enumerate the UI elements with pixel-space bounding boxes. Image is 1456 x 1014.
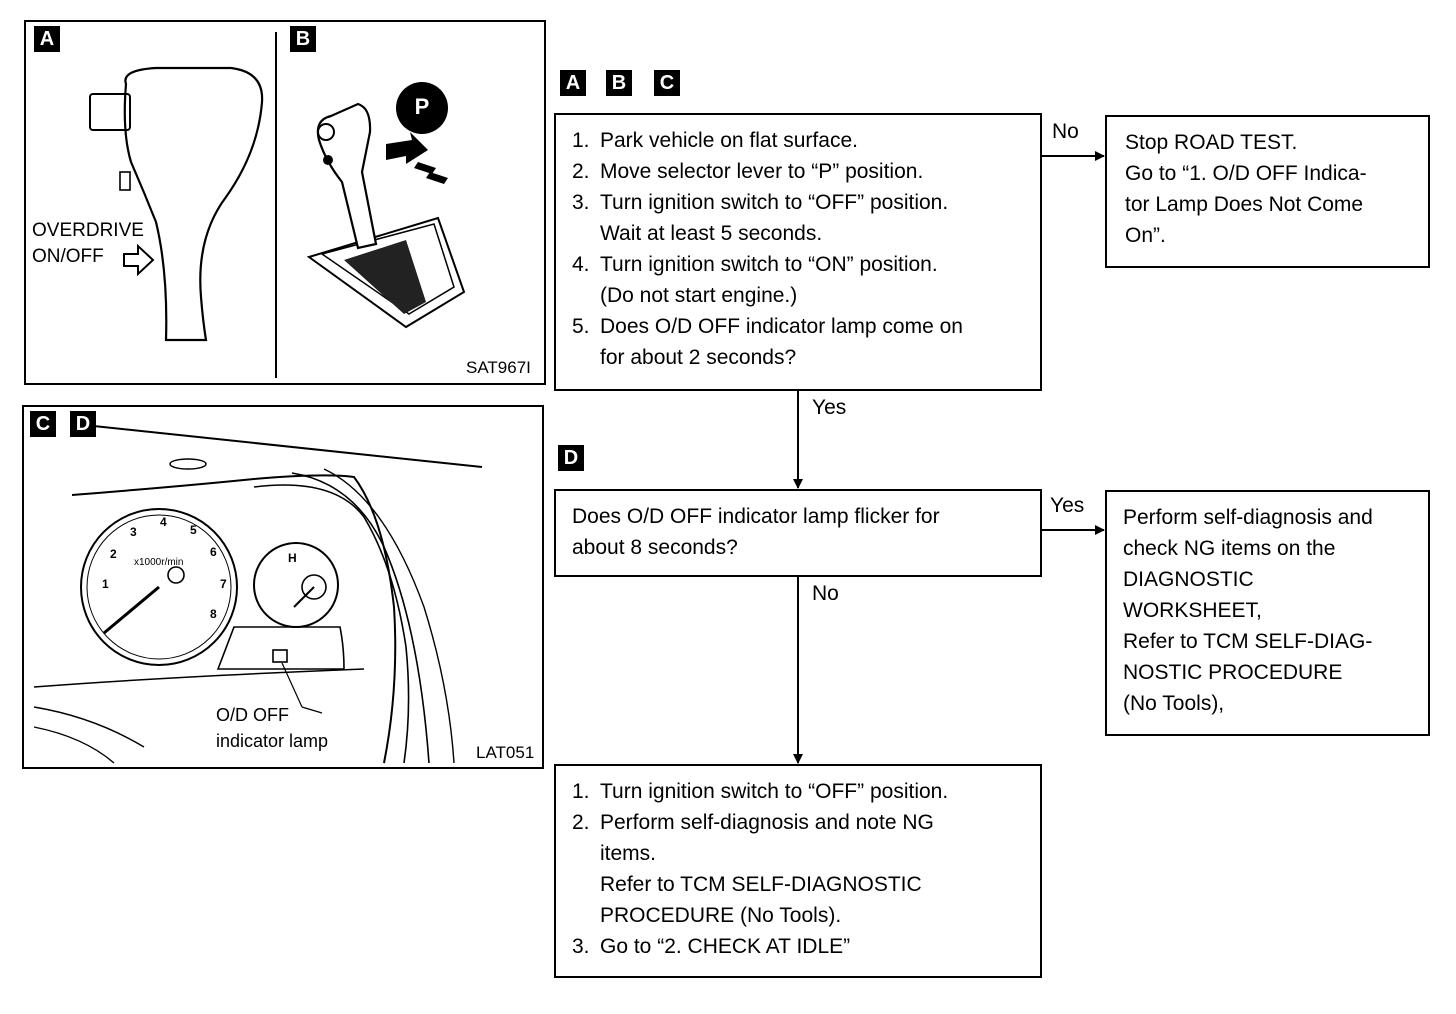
- overdrive-label-line1: OVERDRIVE: [32, 220, 144, 241]
- step1-item-3: 3.Turn ignition switch to “OFF” position…: [572, 191, 949, 214]
- panel-c-badge: C: [30, 411, 56, 437]
- step1-box: 1.Park vehicle on flat surface. 2.Move s…: [554, 113, 1042, 391]
- instrument-cluster-illustration: [33, 424, 483, 764]
- step3-box: 1.Turn ignition switch to “OFF” position…: [554, 764, 1042, 978]
- step1-item-5-cont: for about 2 seconds?: [600, 346, 797, 369]
- self-diag-line-5: Refer to TCM SELF-DIAG-: [1123, 630, 1373, 653]
- tach-tick-6: 6: [210, 545, 217, 559]
- tach-tick-2: 2: [110, 547, 117, 561]
- figure-instrument-cluster: C D x1000r/min 1 2 3 4 5 6 7 8 H O/D OFF…: [22, 405, 544, 769]
- self-diag-line-4: WORKSHEET,: [1123, 599, 1262, 622]
- flow-badge-a: A: [560, 70, 586, 96]
- step1-item-4-cont: (Do not start engine.): [600, 284, 798, 307]
- step1-item-4: 4.Turn ignition switch to “ON” position.: [572, 253, 938, 276]
- step3-item-2: 2.Perform self-diagnosis and note NG: [572, 811, 934, 834]
- lamp-label-line1: O/D OFF: [216, 705, 289, 725]
- step3-item-1: 1.Turn ignition switch to “OFF” position…: [572, 780, 949, 803]
- overdrive-label-line2: ON/OFF: [32, 246, 104, 267]
- step3-item-2-cont-1: items.: [600, 842, 657, 865]
- stop-box-line-4: On”.: [1125, 224, 1166, 247]
- self-diag-line-7: (No Tools),: [1123, 692, 1225, 715]
- step2-box: Does O/D OFF indicator lamp flicker for …: [554, 489, 1042, 577]
- panel-a-badge: A: [34, 26, 60, 52]
- temp-mark: H: [288, 551, 297, 565]
- self-diag-line-3: DIAGNOSTIC: [1123, 568, 1254, 591]
- lamp-label-line2: indicator lamp: [216, 731, 329, 751]
- no-label-2: No: [812, 582, 839, 605]
- step3-item-2-cont-3: PROCEDURE (No Tools).: [600, 904, 842, 927]
- stop-box-line-1: Stop ROAD TEST.: [1125, 131, 1298, 154]
- step1-item-1: 1.Park vehicle on flat surface.: [572, 129, 858, 152]
- tach-tick-8: 8: [210, 607, 217, 621]
- stop-box-line-2: Go to “1. O/D OFF Indica-: [1125, 162, 1367, 185]
- flow-badge-b: B: [606, 70, 632, 96]
- step2-line-2: about 8 seconds?: [572, 536, 738, 559]
- panel-d-badge: D: [70, 411, 96, 437]
- flow-badge-d: D: [558, 445, 584, 471]
- figure-shift-lever: A B OVERDRIVE ON/OFF P SAT967I: [24, 20, 546, 385]
- tach-tick-5: 5: [190, 523, 197, 537]
- step3-item-3: 3.Go to “2. CHECK AT IDLE”: [572, 935, 851, 958]
- self-diag-line-6: NOSTIC PROCEDURE: [1123, 661, 1343, 684]
- self-diagnosis-box: Perform self-diagnosis and check NG item…: [1105, 490, 1430, 736]
- tach-tick-7: 7: [220, 577, 227, 591]
- park-symbol: P: [414, 94, 430, 119]
- tach-tick-4: 4: [160, 515, 167, 529]
- self-diag-line-1: Perform self-diagnosis and: [1123, 506, 1373, 529]
- yes-label-1: Yes: [812, 396, 847, 419]
- tach-scale-label: x1000r/min: [134, 557, 184, 568]
- step1-item-2: 2.Move selector lever to “P” position.: [572, 160, 924, 183]
- panel-b-badge: B: [290, 26, 316, 52]
- step1-item-5: 5.Does O/D OFF indicator lamp come on: [572, 315, 963, 338]
- step3-item-2-cont-2: Refer to TCM SELF-DIAGNOSTIC: [600, 873, 922, 896]
- flow-badge-c: C: [654, 70, 680, 96]
- self-diag-line-2: check NG items on the: [1123, 537, 1336, 560]
- step1-item-3-cont: Wait at least 5 seconds.: [600, 222, 823, 245]
- stop-box-line-3: tor Lamp Does Not Come: [1125, 193, 1364, 216]
- tach-tick-1: 1: [102, 577, 109, 591]
- stop-road-test-box: Stop ROAD TEST. Go to “1. O/D OFF Indica…: [1105, 115, 1430, 268]
- step2-line-1: Does O/D OFF indicator lamp flicker for: [572, 505, 940, 528]
- yes-label-2: Yes: [1050, 494, 1085, 517]
- figure-code-top: SAT967I: [466, 358, 531, 377]
- figure-code-bottom: LAT051: [476, 743, 535, 762]
- shift-lever-illustration: [89, 32, 466, 378]
- no-label-1: No: [1052, 120, 1079, 143]
- tach-tick-3: 3: [130, 525, 137, 539]
